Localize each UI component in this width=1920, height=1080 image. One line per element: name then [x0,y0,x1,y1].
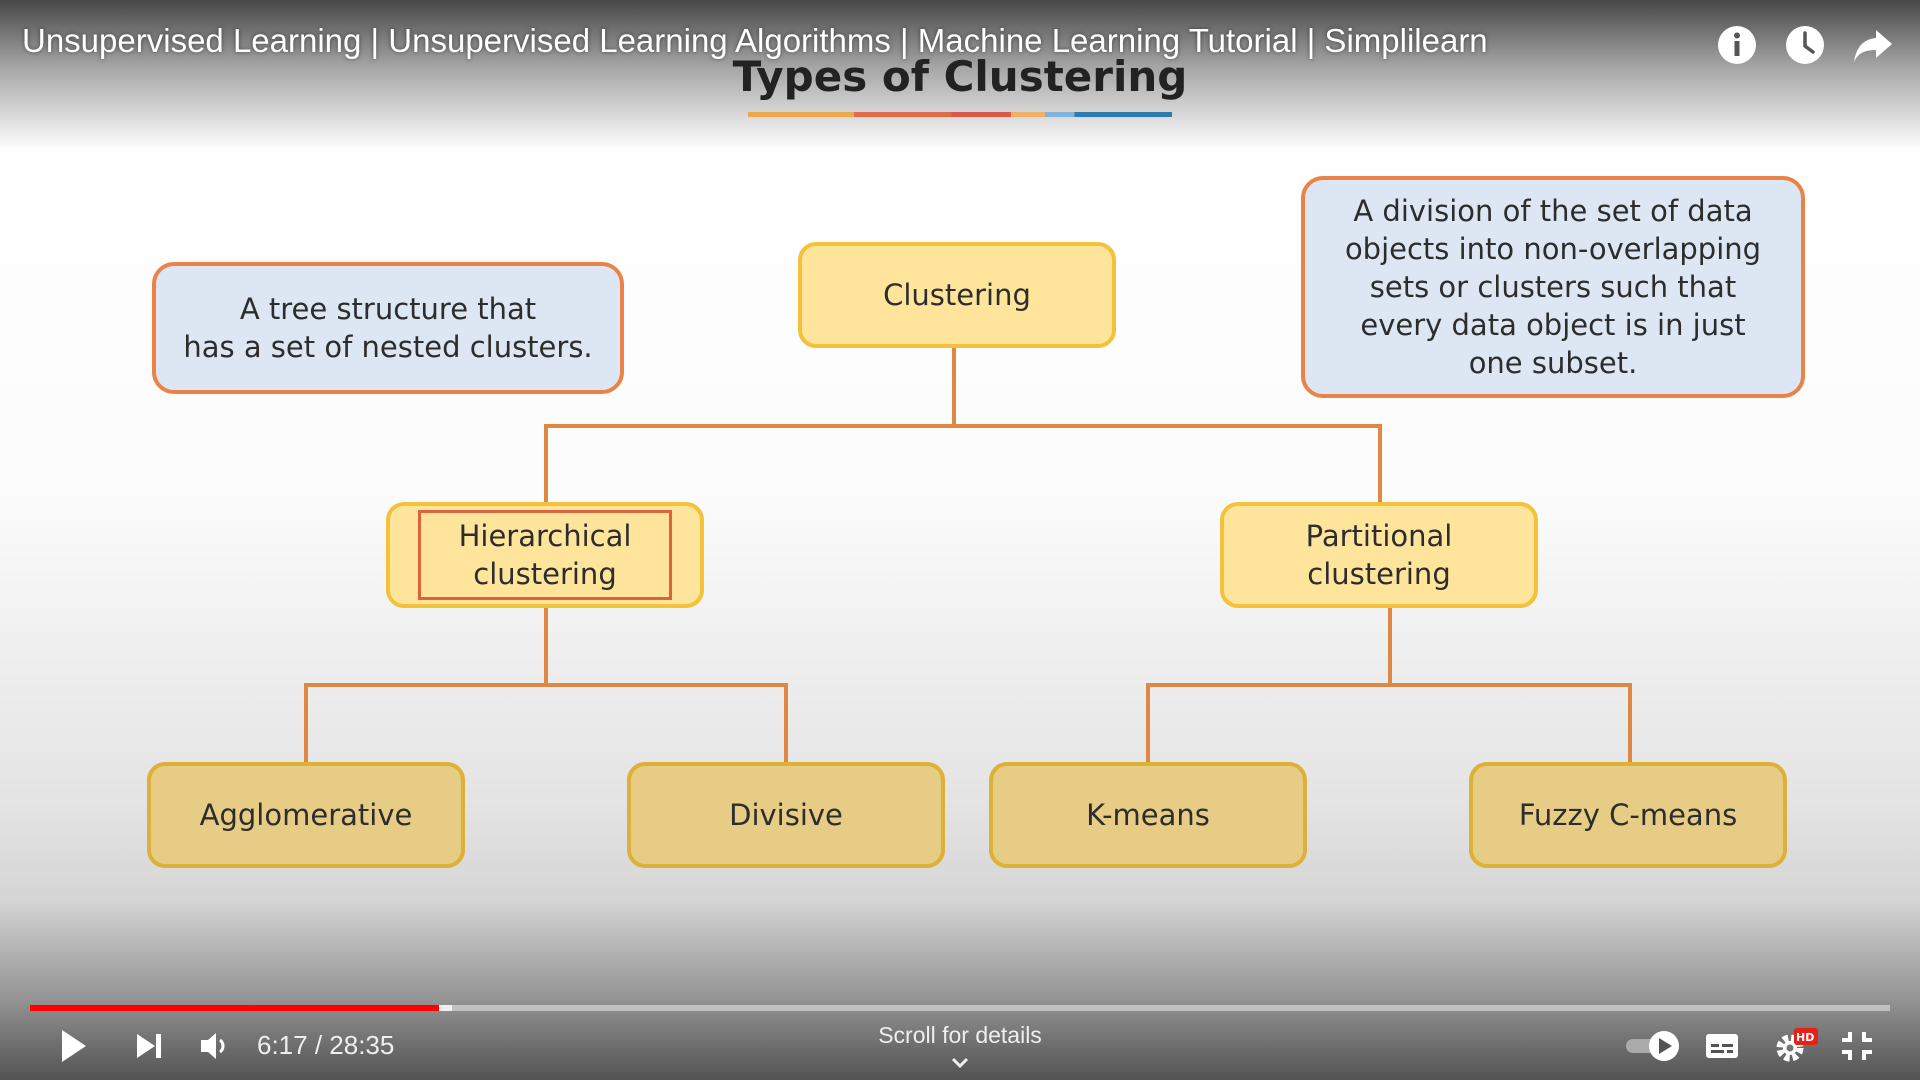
share-icon[interactable] [1852,24,1894,66]
scroll-for-details[interactable]: Scroll for details [878,1022,1042,1048]
clustering-node: Clustering [798,242,1116,348]
leaf-label: K-means [1086,798,1210,832]
connector [304,683,308,765]
description-line: objects into non-overlapping [1344,232,1762,266]
progress-bar[interactable] [30,1005,1890,1011]
connector [952,348,956,426]
autoplay-toggle[interactable] [1624,1026,1684,1066]
connector [1378,424,1382,504]
video-title[interactable]: Unsupervised Learning | Unsupervised Lea… [22,22,1488,59]
partitional-label-line1: Partitional [1305,519,1453,553]
subtitles-icon[interactable] [1704,1026,1740,1066]
top-gradient [0,0,1920,150]
description-line: A tree structure that [239,292,537,326]
settings-icon[interactable]: HD [1772,1026,1818,1066]
partitional-label-line2: clustering [1307,557,1451,591]
info-icon[interactable] [1716,24,1758,66]
connector [1388,606,1392,686]
leaf-label: Fuzzy C-means [1518,798,1738,832]
volume-icon[interactable] [198,1026,230,1066]
description-line: A division of the set of data [1353,194,1753,228]
bottom-gradient [0,900,1920,1080]
description-line: has a set of nested clusters. [183,330,593,364]
connector [1628,683,1632,765]
hierarchical-label-line2: clustering [473,557,617,591]
agglomerative-node: Agglomerative [147,762,465,868]
k-means-node: K-means [989,762,1307,868]
chevron-down-icon[interactable] [948,1055,972,1071]
title-underline [748,112,1172,117]
exit-fullscreen-icon[interactable] [1840,1026,1874,1066]
watch-later-icon[interactable] [1784,24,1826,66]
description-line: one subset. [1468,346,1638,380]
leaf-label: Agglomerative [199,798,413,832]
divisive-node: Divisive [627,762,945,868]
hierarchical-label-line1: Hierarchical [458,519,632,553]
connector [784,683,788,765]
highlight-box: Hierarchical clustering [417,510,673,600]
progress-played [30,1005,439,1011]
connector [1146,683,1632,687]
partitional-clustering-node: Partitional clustering [1220,502,1538,608]
connector [1146,683,1150,765]
hierarchical-description-box: A tree structure that has a set of neste… [152,262,624,394]
next-icon[interactable] [134,1026,166,1066]
connector [544,424,1382,428]
partitional-description-box: A division of the set of data objects in… [1301,176,1805,398]
leaf-label: Divisive [729,798,843,832]
time-display: 6:17 / 28:35 [257,1030,395,1060]
slide-title: Types of Clustering [732,52,1188,101]
connector [544,424,548,504]
description-line: every data object is in just [1360,308,1746,342]
clustering-node-label: Clustering [883,278,1031,312]
play-icon[interactable] [58,1026,90,1066]
hierarchical-clustering-node: Hierarchical clustering [386,502,704,608]
connector [544,606,548,686]
hd-badge: HD [1796,1031,1815,1044]
connector [304,683,788,687]
fuzzy-c-means-node: Fuzzy C-means [1469,762,1787,868]
description-line: sets or clusters such that [1369,270,1737,304]
